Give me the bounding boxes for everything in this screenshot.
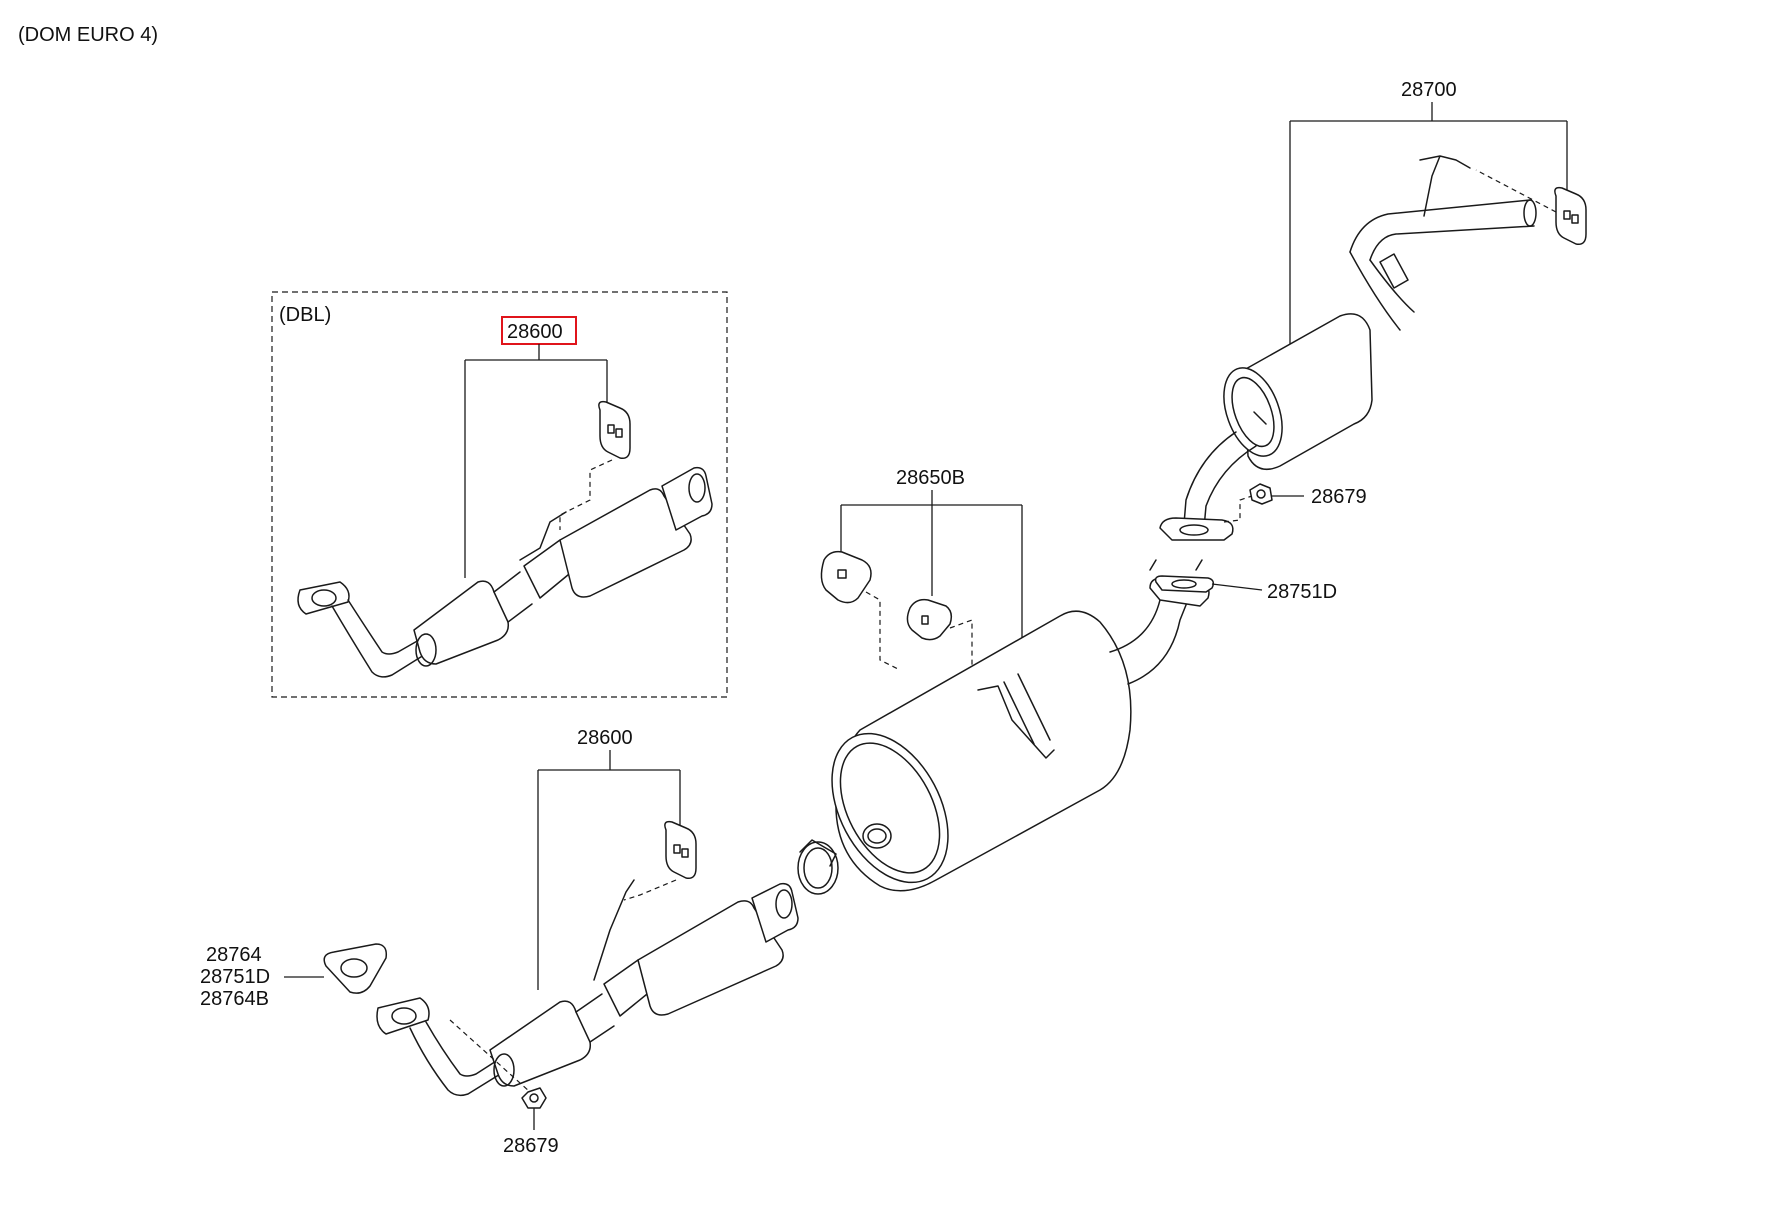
inset-label: (DBL) bbox=[279, 304, 331, 326]
inset-hanger-rubber[interactable] bbox=[598, 400, 631, 460]
center-muffler-leader bbox=[840, 490, 1023, 640]
pipe-clamp[interactable] bbox=[797, 839, 839, 895]
inset-front-pipe-assembly[interactable] bbox=[297, 466, 713, 678]
part-number-gasket-front-2[interactable]: 28751D bbox=[200, 966, 270, 988]
front-pipe-assembly[interactable] bbox=[376, 879, 799, 1097]
part-number-center-muffler[interactable]: 28650B bbox=[896, 467, 965, 489]
tail-hanger-rubber[interactable] bbox=[1554, 186, 1587, 246]
center-hanger-links bbox=[865, 591, 973, 713]
tail-pipe-leader bbox=[1289, 102, 1568, 347]
front-gasket[interactable] bbox=[323, 943, 388, 994]
part-number-nut-front[interactable]: 28679 bbox=[503, 1135, 559, 1157]
rear-gasket[interactable] bbox=[1154, 575, 1263, 593]
tail-pipe-assembly[interactable] bbox=[1159, 155, 1537, 541]
part-number-tail-pipe[interactable]: 28700 bbox=[1401, 79, 1457, 101]
part-number-gasket-front-1[interactable]: 28764 bbox=[206, 944, 262, 966]
front-nut[interactable] bbox=[449, 1019, 547, 1130]
front-pipe-leader bbox=[537, 750, 681, 990]
part-number-inset-front-pipe[interactable]: 28600 bbox=[507, 321, 563, 343]
part-number-front-pipe[interactable]: 28600 bbox=[577, 727, 633, 749]
center-hanger-rubber-left[interactable] bbox=[820, 550, 872, 604]
tail-nut-link bbox=[1223, 495, 1253, 523]
part-number-gasket-rear[interactable]: 28751D bbox=[1267, 581, 1337, 603]
inset-leader bbox=[464, 344, 608, 578]
center-hanger-rubber-right[interactable] bbox=[906, 598, 953, 641]
part-number-nut-rear[interactable]: 28679 bbox=[1311, 486, 1367, 508]
front-hanger-link bbox=[623, 879, 677, 901]
front-hanger-rubber[interactable] bbox=[664, 820, 697, 880]
part-number-gasket-front-3[interactable]: 28764B bbox=[200, 988, 269, 1010]
tail-hanger-link bbox=[1475, 169, 1557, 213]
inset-hanger-link bbox=[559, 459, 613, 530]
center-muffler-body[interactable] bbox=[808, 559, 1210, 902]
variant-note: (DOM EURO 4) bbox=[18, 24, 158, 46]
rear-nut[interactable] bbox=[1249, 483, 1304, 505]
dbl-inset: (DBL) 28600 bbox=[271, 291, 728, 698]
